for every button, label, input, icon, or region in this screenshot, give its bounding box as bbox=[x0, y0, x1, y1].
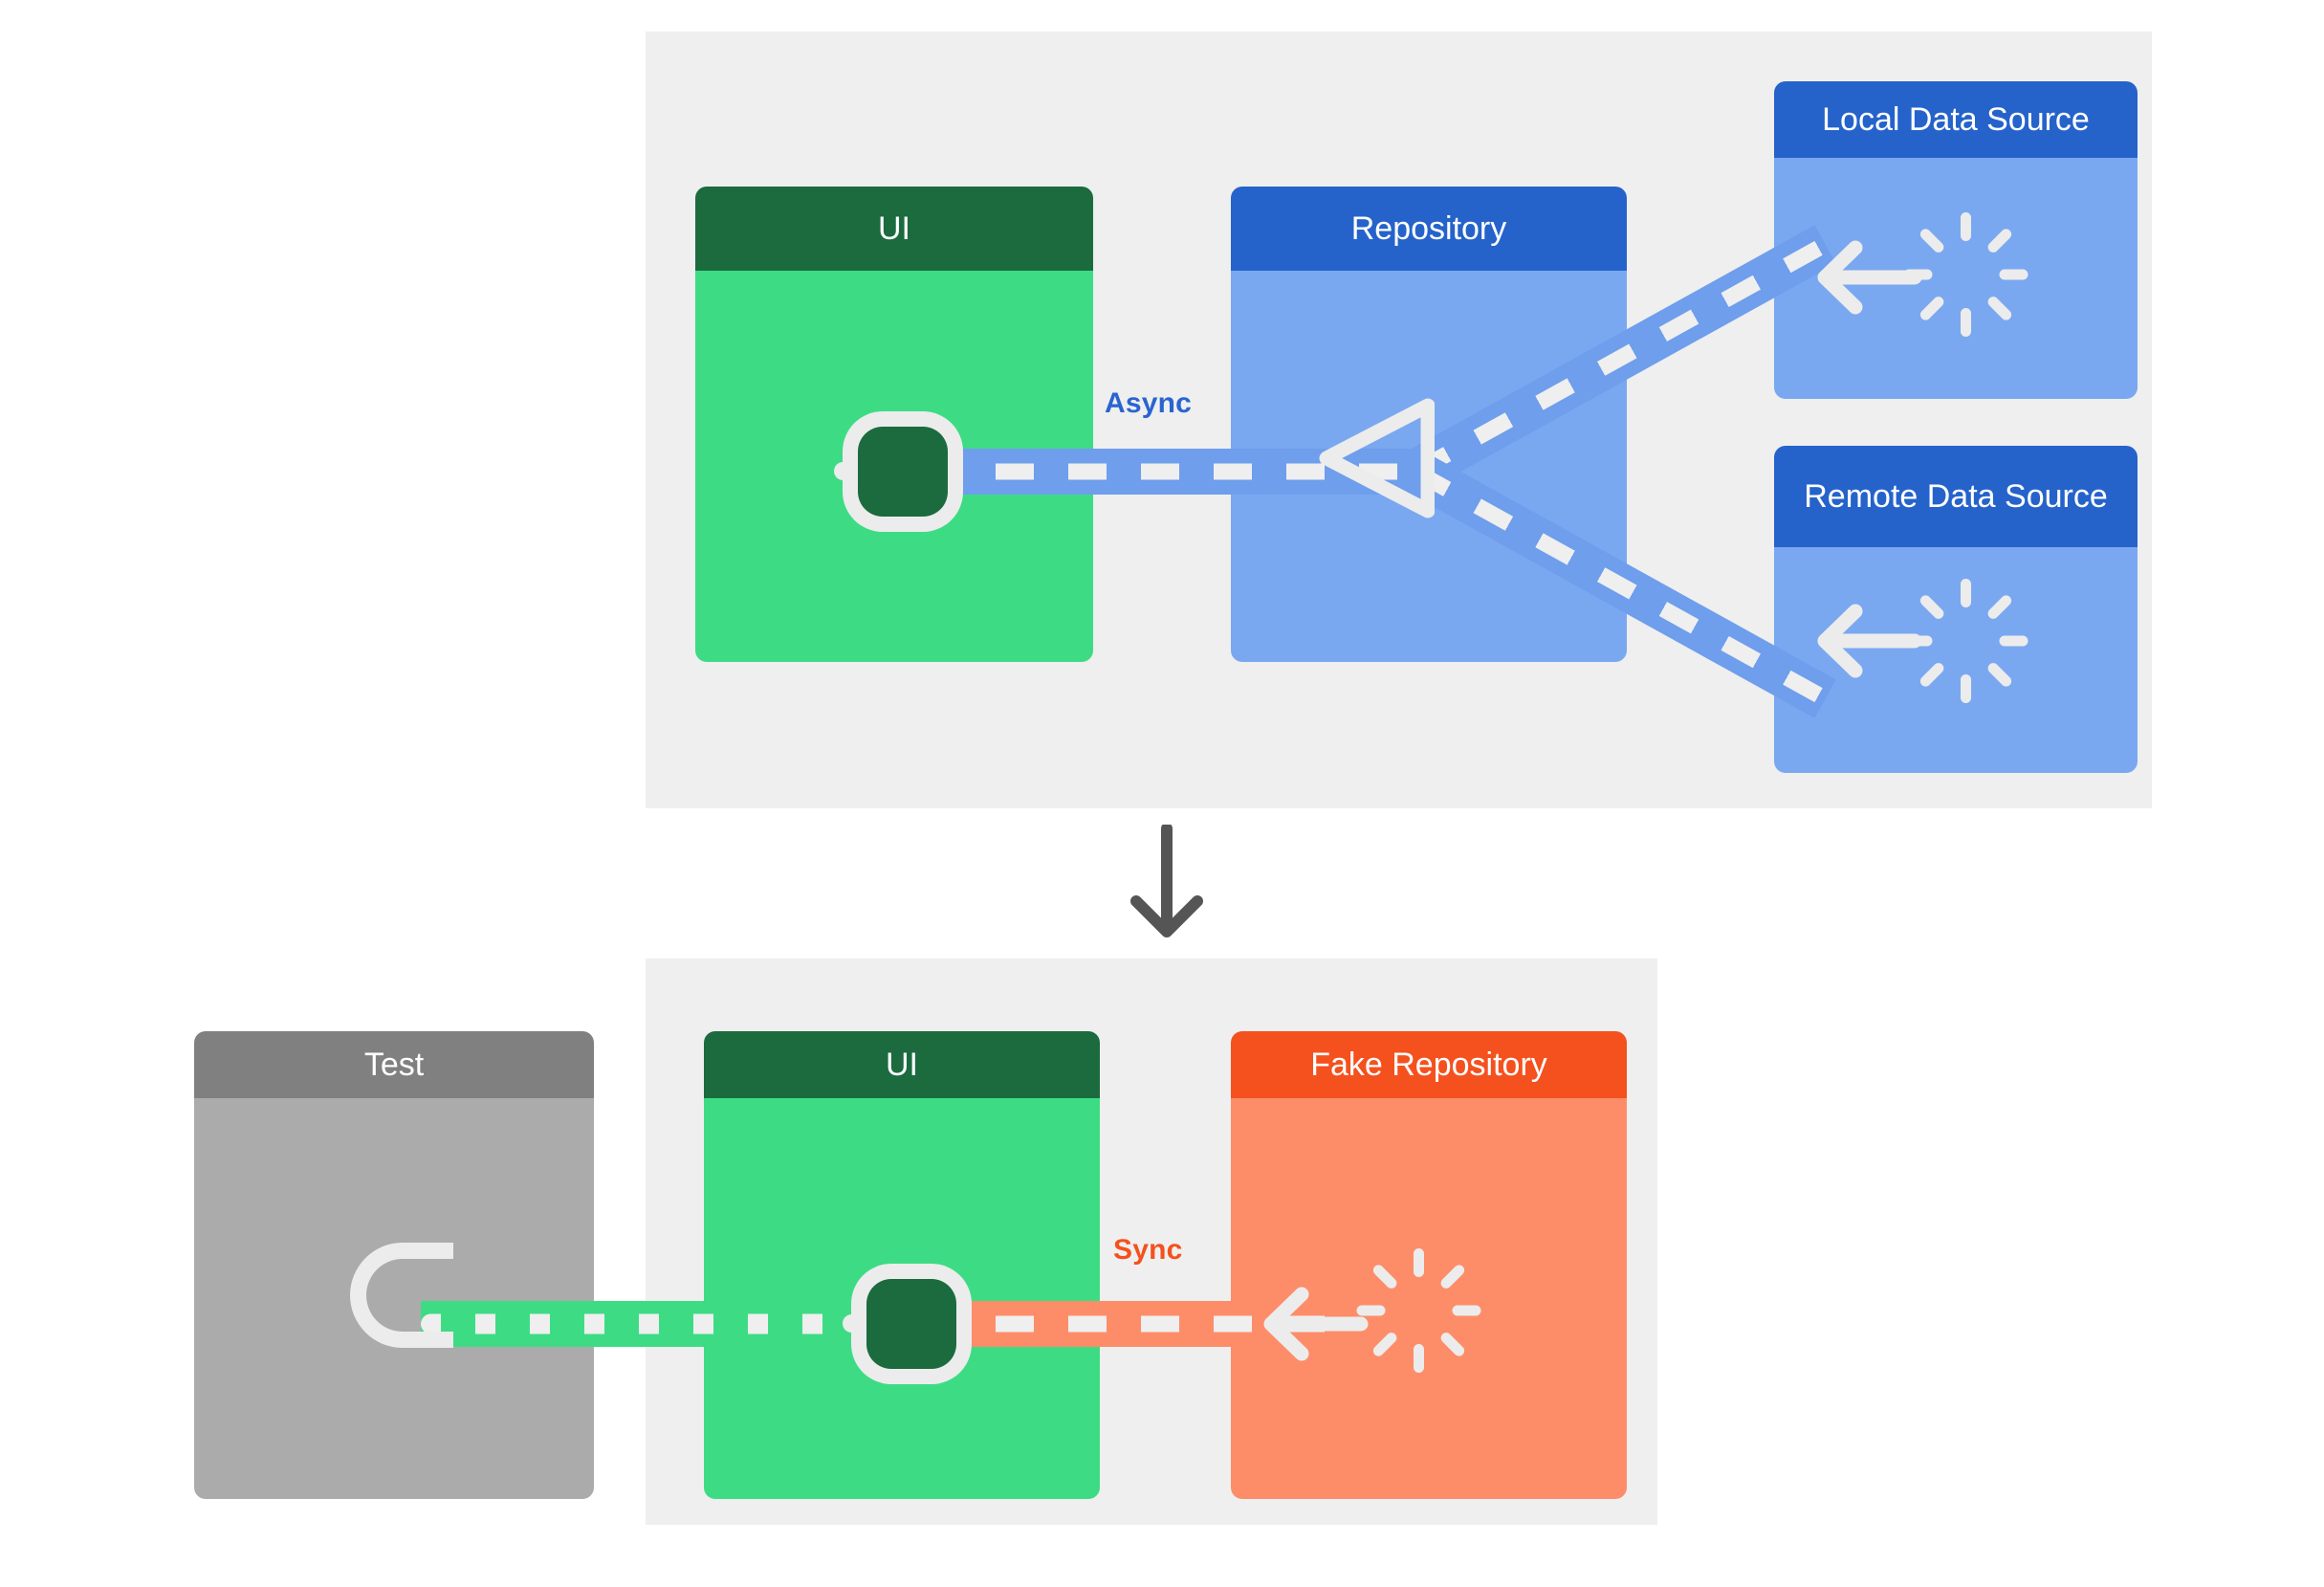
dashed-circle-segment bbox=[1370, 1263, 1399, 1291]
dashed-circle-segment bbox=[1903, 635, 1932, 647]
dashed-circle-segment bbox=[1903, 269, 1932, 280]
dashed-circle-segment bbox=[1984, 227, 2013, 255]
connector-dashes bbox=[923, 1315, 1334, 1333]
dashed-circle-segment bbox=[1918, 660, 1946, 689]
dashed-circle-segment bbox=[1984, 660, 2013, 689]
component-title-ui-test: UI bbox=[704, 1031, 1100, 1098]
dashed-circle-segment bbox=[1960, 308, 1971, 337]
arrow-left-icon-fake-repository bbox=[1263, 1287, 1369, 1361]
connector-label-async: Async bbox=[1105, 387, 1193, 419]
component-title-remote-data-source: Remote Data Source bbox=[1774, 446, 2138, 547]
dashed-circle-segment bbox=[1960, 674, 1971, 703]
dashed-circle-segment bbox=[1413, 1248, 1424, 1277]
dashed-circle-segment bbox=[1960, 579, 1971, 607]
dashed-circle-segment bbox=[1999, 269, 2028, 280]
fan-out-triangle-icon bbox=[1319, 398, 1435, 518]
dashed-circle-segment bbox=[1356, 1305, 1385, 1316]
dashed-circle-segment bbox=[1984, 294, 2013, 322]
dashed-circle-segment bbox=[1370, 1330, 1399, 1358]
arrow-left-icon-remote-data-source bbox=[1817, 604, 1922, 678]
component-title-repository: Repository bbox=[1231, 187, 1627, 271]
connector-label-sync: Sync bbox=[1113, 1234, 1183, 1266]
dashed-circle-icon-remote-data-source bbox=[1903, 579, 2028, 703]
component-box-ui-test[interactable]: UI bbox=[704, 1031, 1100, 1499]
dashed-circle-icon-local-data-source bbox=[1903, 212, 2028, 337]
component-title-fake-repository: Fake Repository bbox=[1231, 1031, 1627, 1098]
dashed-circle-icon-fake-repository bbox=[1356, 1248, 1480, 1373]
dashed-circle-segment bbox=[1918, 227, 1946, 255]
dashed-circle-segment bbox=[1452, 1305, 1480, 1316]
flow-arrow-down-icon bbox=[1130, 825, 1203, 937]
dashed-circle-segment bbox=[1960, 212, 1971, 241]
component-title-local-data-source: Local Data Source bbox=[1774, 81, 2138, 158]
interface-nub-ui-production bbox=[834, 462, 863, 480]
dashed-circle-segment bbox=[1437, 1263, 1466, 1291]
component-title-ui-production: UI bbox=[695, 187, 1093, 271]
dashed-circle-segment bbox=[1999, 635, 2028, 647]
component-title-test: Test bbox=[194, 1031, 594, 1098]
required-interface-socket-test[interactable] bbox=[350, 1243, 453, 1348]
connector-dashes bbox=[923, 463, 1430, 480]
interface-nub-ui-test bbox=[843, 1314, 871, 1333]
dashed-circle-segment bbox=[1413, 1344, 1424, 1373]
arrow-left-icon-local-data-source bbox=[1817, 240, 1922, 315]
provided-interface-ui-production[interactable] bbox=[858, 427, 948, 517]
dashed-circle-segment bbox=[1918, 294, 1946, 322]
dashed-circle-segment bbox=[1984, 593, 2013, 622]
dashed-circle-segment bbox=[1918, 593, 1946, 622]
component-box-ui-production[interactable]: UI bbox=[695, 187, 1093, 662]
provided-interface-ui-test[interactable] bbox=[866, 1279, 956, 1369]
connector-dots bbox=[421, 1313, 928, 1334]
dashed-circle-segment bbox=[1437, 1330, 1466, 1358]
